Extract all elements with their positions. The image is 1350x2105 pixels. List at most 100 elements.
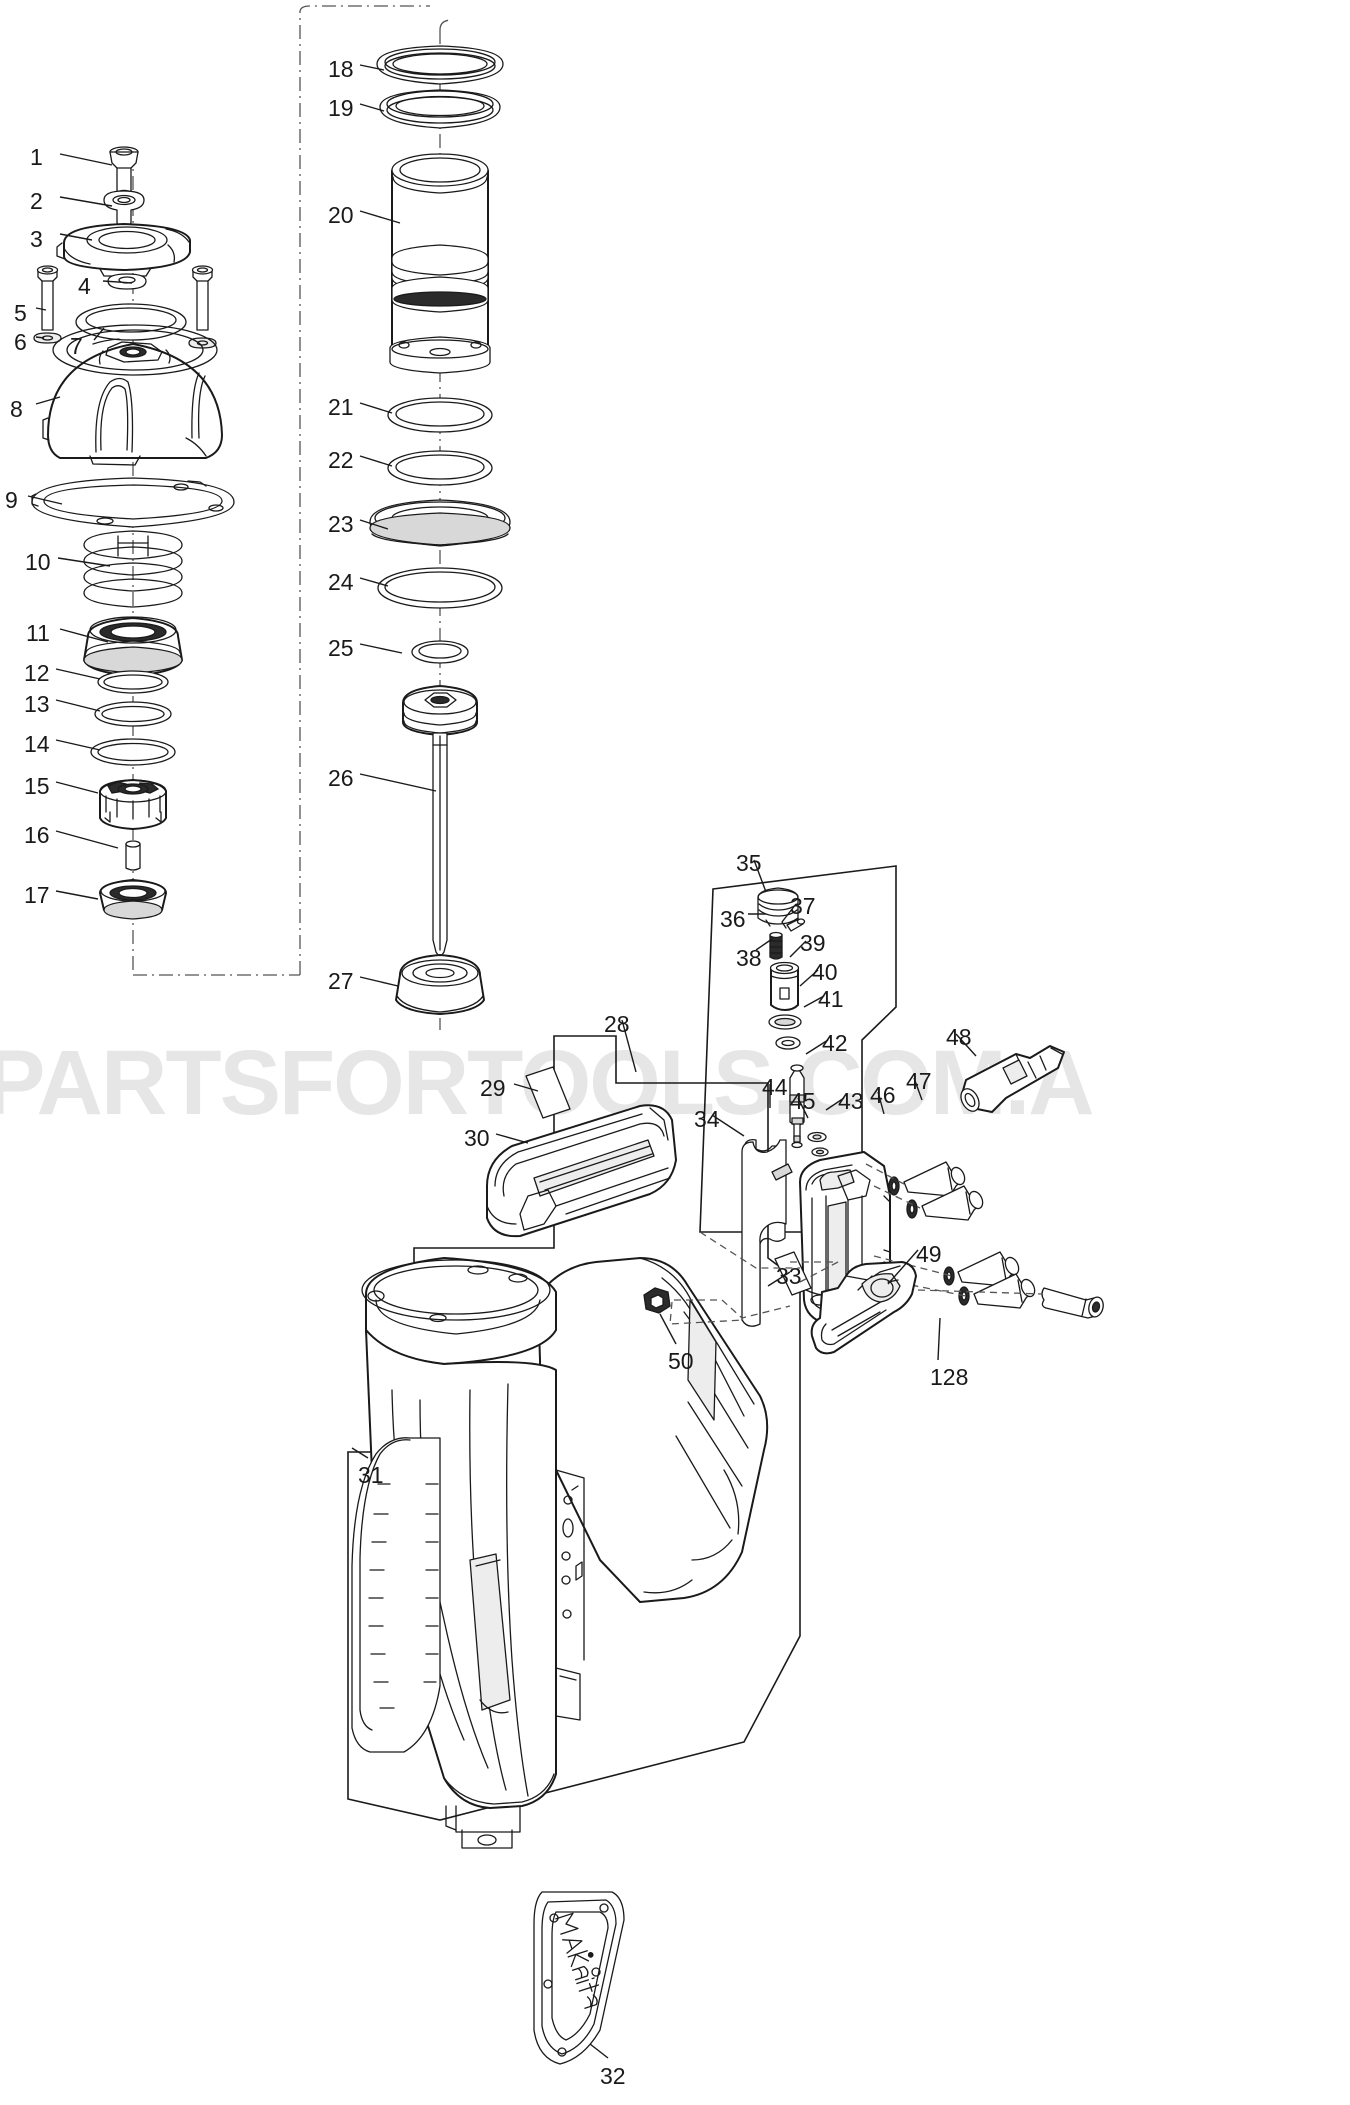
part-46-washer-2	[906, 1199, 918, 1219]
callout-35: 35	[736, 850, 762, 876]
callout-24: 24	[328, 569, 354, 595]
group-cylinder-assembly	[369, 45, 511, 1015]
part-41-washer	[775, 1036, 801, 1050]
part-43-o-ring-2	[811, 1147, 829, 1157]
callout-12: 12	[24, 660, 50, 686]
callout-40: 40	[812, 959, 838, 985]
part-34-gasket-sheet	[741, 1139, 787, 1327]
callout-48: 48	[946, 1024, 972, 1050]
callout-16: 16	[24, 822, 50, 848]
part-26-piston-driver	[402, 685, 478, 959]
callout-28: 28	[604, 1011, 630, 1037]
callout-32: 32	[600, 2063, 626, 2089]
callout-18: 18	[328, 56, 354, 82]
part-42-valve-stem	[789, 1064, 805, 1149]
part-33-cap-plate	[768, 1678, 1008, 1682]
part-20-cylinder	[389, 153, 491, 374]
callout-30: 30	[464, 1125, 490, 1151]
part-38-spring	[769, 931, 783, 960]
callout-21: 21	[328, 394, 354, 420]
part-1-screw	[109, 146, 139, 197]
callout-41: 41	[818, 986, 844, 1012]
callout-17: 17	[24, 882, 50, 908]
part-33-plate-shape	[774, 1251, 812, 1296]
part-13-o-ring	[94, 701, 172, 727]
callout-39: 39	[800, 930, 826, 956]
callout-19: 19	[328, 95, 354, 121]
callout-44: 44	[762, 1074, 788, 1100]
part-48-air-plug	[960, 1045, 1065, 1113]
part-46-washer-1	[888, 1176, 900, 1196]
part-39-valve-piston	[769, 961, 800, 1011]
part-15-ring-nut	[99, 779, 167, 830]
leader-lines	[27, 64, 977, 2059]
part-47-bolt-3	[957, 1251, 1020, 1287]
part-46-washer-3	[943, 1266, 955, 1286]
part-27-bumper	[395, 954, 485, 1015]
part-43-o-ring	[807, 1131, 827, 1143]
part-24-o-ring	[377, 567, 503, 609]
callout-47: 47	[906, 1068, 932, 1094]
part-10-coil-spring	[83, 530, 183, 608]
callout-26: 26	[328, 765, 354, 791]
callout-20: 20	[328, 202, 354, 228]
callout-38: 38	[736, 945, 762, 971]
callout-23: 23	[328, 511, 354, 537]
callout-5: 5	[14, 300, 27, 326]
part-21-o-ring	[387, 397, 493, 433]
callout-13: 13	[24, 691, 50, 717]
part-44-pin	[771, 1163, 793, 1181]
part-128-bolt	[1041, 1287, 1104, 1319]
part-30-grip-cover	[486, 1104, 677, 1238]
part-47-bolt-4	[973, 1273, 1036, 1309]
callout-49: 49	[916, 1241, 942, 1267]
part-22-o-ring	[387, 450, 493, 486]
callout-43: 43	[838, 1088, 864, 1114]
part-18-ring	[376, 45, 504, 85]
callout-1: 1	[30, 144, 43, 170]
group-cylinder-head-assembly	[31, 146, 235, 920]
part-9-gasket-plate	[31, 477, 235, 528]
callout-42: 42	[822, 1030, 848, 1056]
callout-11: 11	[26, 620, 50, 646]
callout-4: 4	[78, 273, 91, 299]
part-5-bolt-left	[36, 265, 59, 331]
callout-25: 25	[328, 635, 354, 661]
callout-36: 36	[720, 906, 746, 932]
part-23-bumper-washer	[369, 499, 511, 547]
part-2-collar	[103, 190, 145, 228]
part-8-top-cap	[42, 324, 223, 466]
callout-22: 22	[328, 447, 354, 473]
part-47-bolt-1	[903, 1161, 966, 1197]
callout-27: 27	[328, 968, 354, 994]
part-11-head-valve	[83, 616, 183, 677]
part-25-o-ring	[411, 640, 469, 664]
part-6-washer-left	[33, 332, 62, 344]
part-29-name-plate	[525, 1066, 571, 1119]
callout-33: 33	[776, 1263, 802, 1289]
makita-logo-glyph	[555, 1912, 600, 2009]
callout-31: 31	[358, 1462, 384, 1488]
callout-37: 37	[790, 893, 816, 919]
part-31-grip-rubber	[351, 1437, 441, 1753]
callout-128: 128	[930, 1364, 969, 1390]
part-19-ring	[379, 89, 501, 129]
callout-8: 8	[10, 396, 23, 422]
callout-45: 45	[790, 1088, 816, 1114]
part-5-bolt-right	[191, 265, 214, 331]
housing-alignment-lines	[669, 1231, 1043, 1325]
callout-6: 6	[14, 329, 27, 355]
callout-46: 46	[870, 1082, 896, 1108]
part-12-o-ring	[97, 670, 169, 694]
part-50-hex-nut	[643, 1287, 671, 1314]
callout-10: 10	[25, 549, 51, 575]
part-32-grip-rubber-logo	[533, 1891, 625, 2065]
part-14-o-ring	[90, 738, 176, 766]
callout-50: 50	[668, 1348, 694, 1374]
part-17-bushing	[99, 879, 167, 920]
part-3-exhaust-cover	[56, 223, 191, 277]
part-44-roll-pin	[774, 1506, 833, 1507]
part-16-pin	[125, 840, 141, 871]
